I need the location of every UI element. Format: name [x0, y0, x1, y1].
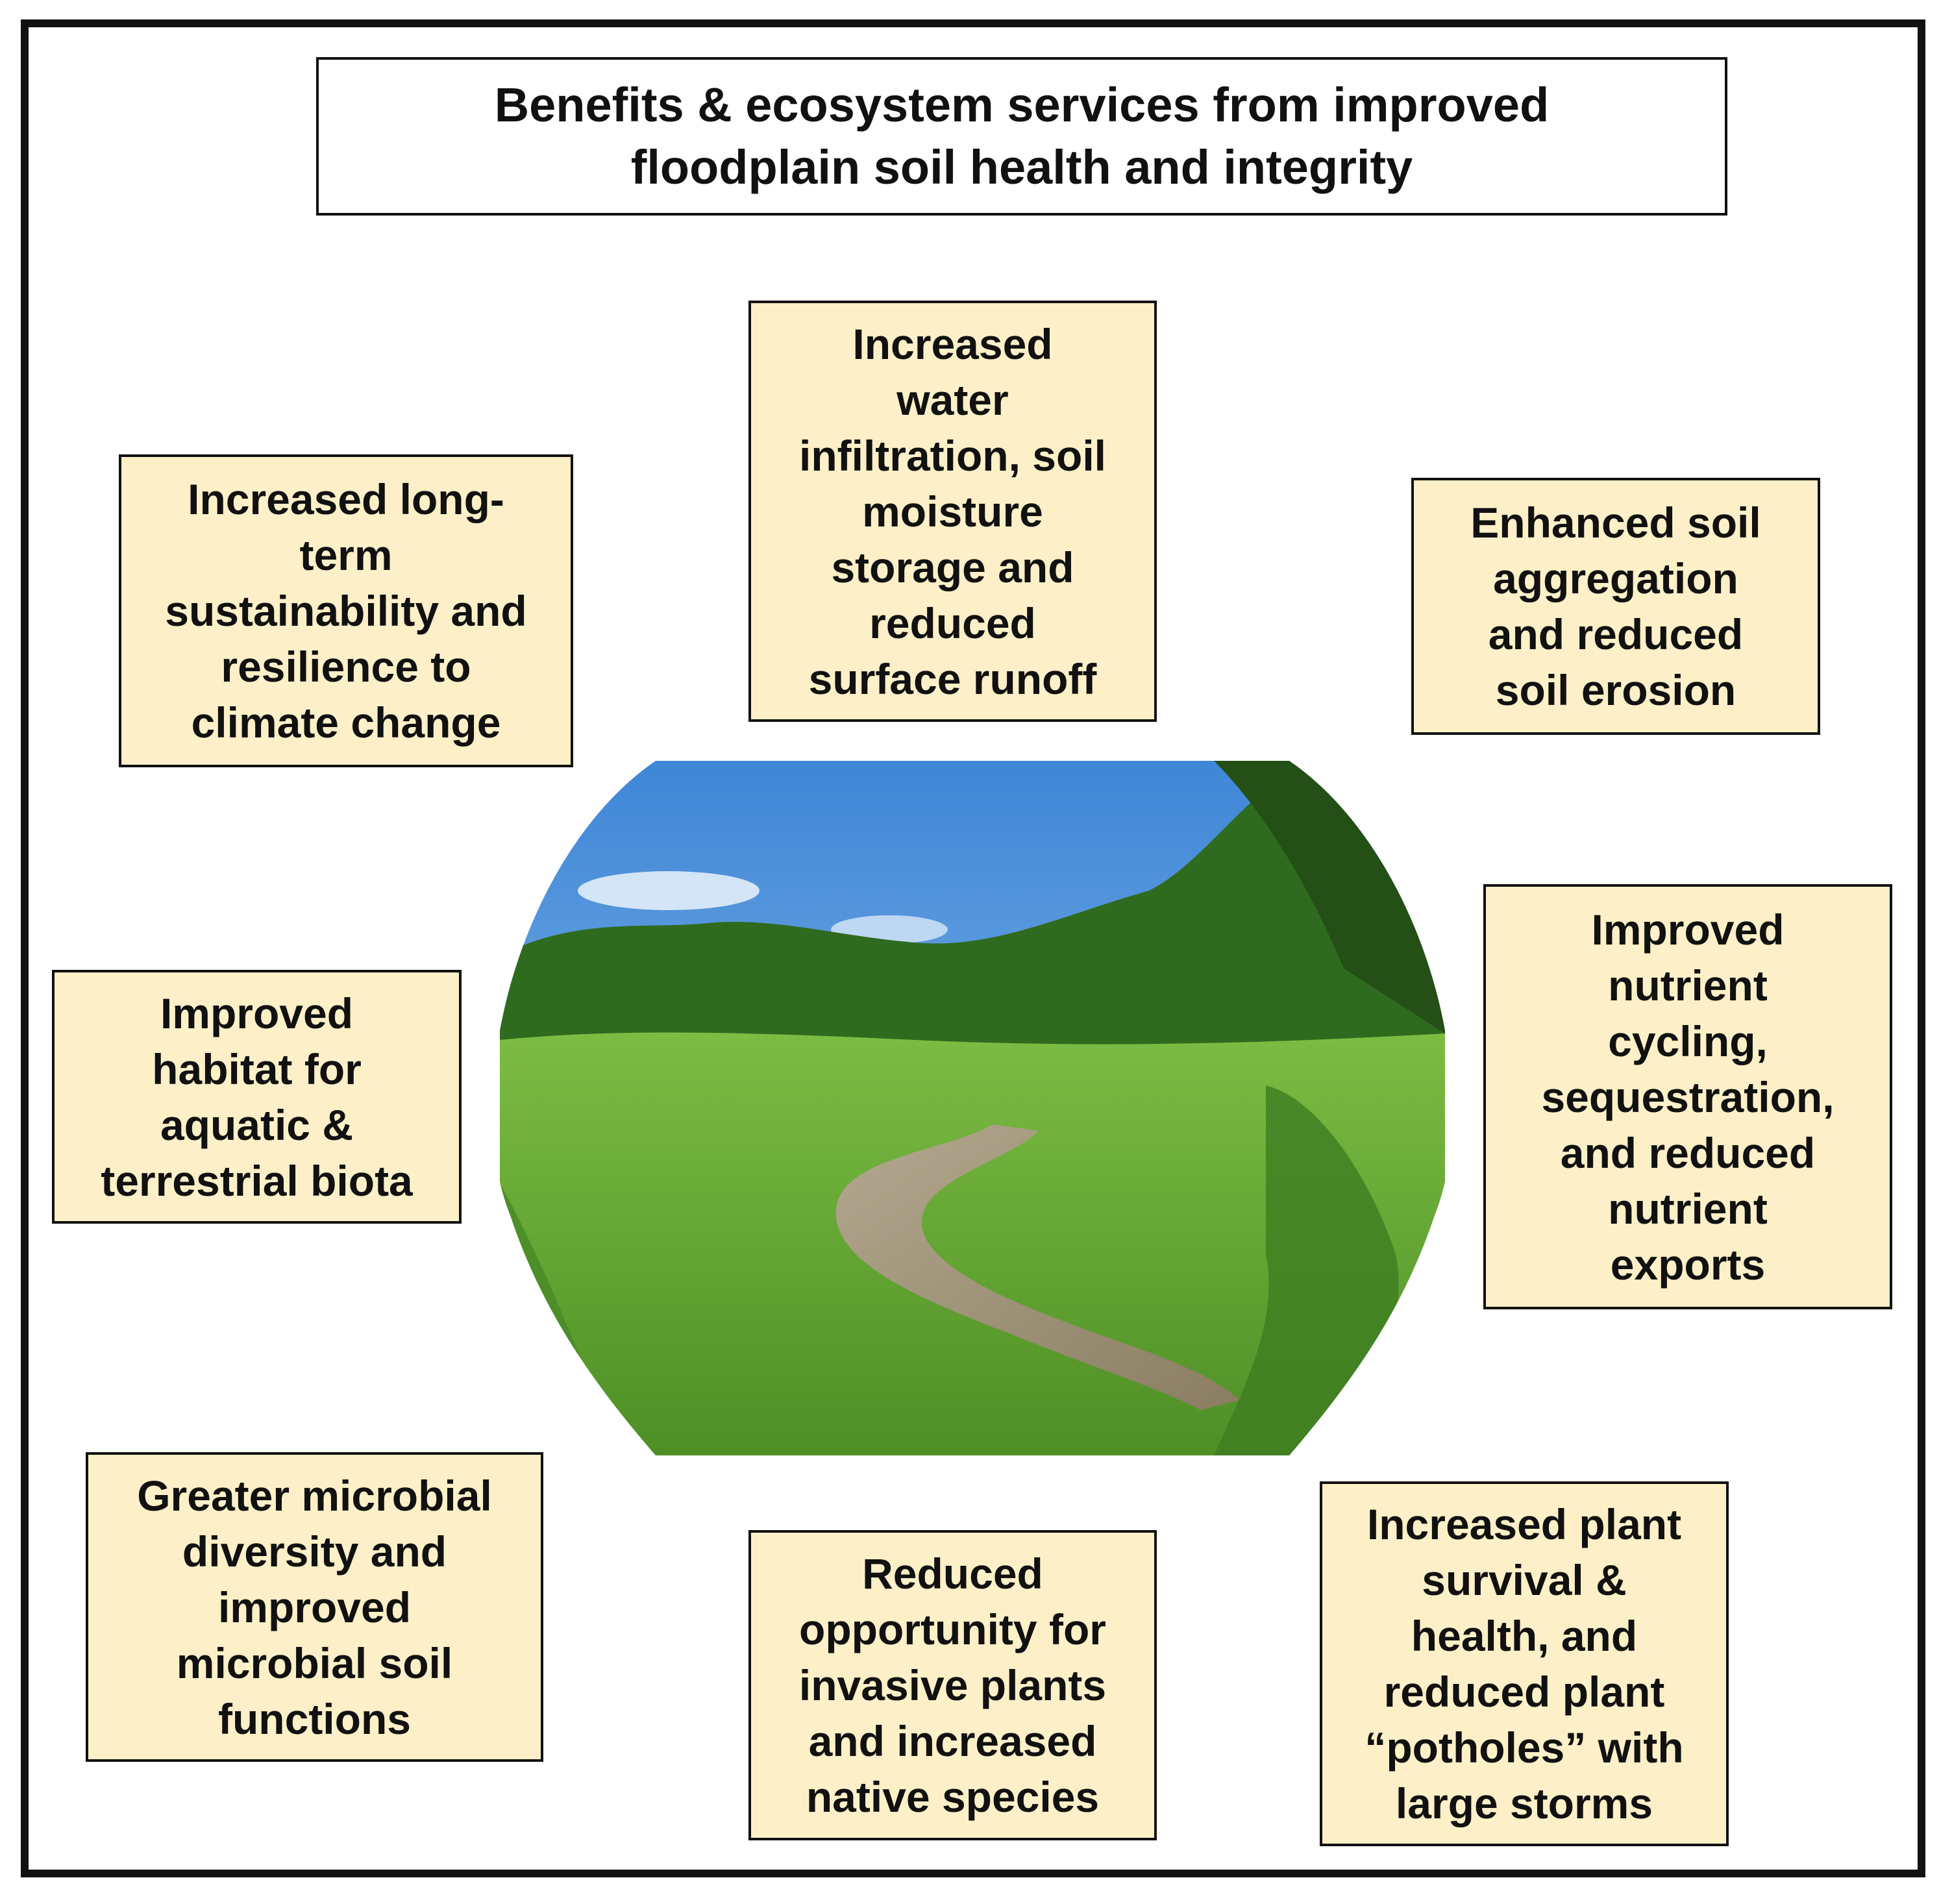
- benefit-water-infiltration: Increased water infiltration, soil moist…: [748, 301, 1157, 722]
- diagram-title: Benefits & ecosystem services from impro…: [316, 57, 1727, 216]
- benefit-soil-aggregation: Enhanced soil aggregation and reduced so…: [1411, 478, 1820, 735]
- floodplain-photo: [500, 761, 1445, 1455]
- benefit-habitat: Improved habitat for aquatic & terrestri…: [52, 970, 462, 1224]
- benefit-microbial: Greater microbial diversity and improved…: [86, 1452, 543, 1762]
- benefit-invasive-plants: Reduced opportunity for invasive plants …: [748, 1530, 1157, 1840]
- benefit-nutrient-cycling: Improved nutrient cycling, sequestration…: [1483, 884, 1892, 1309]
- benefit-sustainability: Increased long- term sustainability and …: [119, 454, 573, 767]
- benefit-plant-survival: Increased plant survival & health, and r…: [1320, 1481, 1729, 1846]
